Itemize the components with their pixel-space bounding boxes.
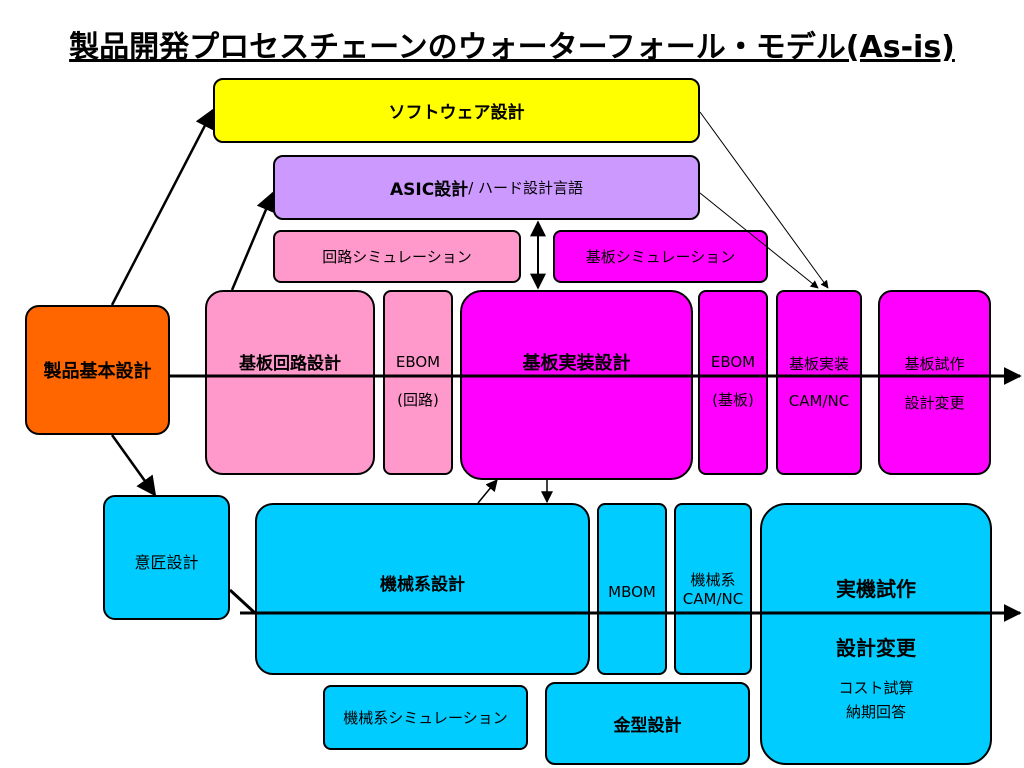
circuit-simulation-label: 回路シミュレーション	[322, 248, 472, 266]
board-simulation-box: 基板シミュレーション	[553, 230, 768, 283]
cost-estimate-label: コスト試算	[838, 679, 914, 697]
board-circuit-design-label: 基板回路設計	[239, 354, 341, 374]
asic-design-label: ASIC設計	[389, 180, 469, 200]
page-title: 製品開発プロセスチェーンのウォーターフォール・モデル(As-is)	[69, 30, 955, 65]
hardware-language-label: / ハード設計言語	[468, 179, 584, 197]
mechanical-cam-label2: CAM/NC	[682, 590, 744, 608]
board-circuit-design-box: 基板回路設計	[205, 290, 375, 475]
basic-to-software-arrow	[110, 108, 215, 306]
circuit-to-asic-arrow	[230, 191, 276, 291]
product-basic-design-box: 製品基本設計	[25, 305, 170, 435]
industrial-design-label: 意匠設計	[134, 553, 199, 572]
asic-design-box: ASIC設計 / ハード設計言語	[273, 155, 700, 220]
ebom-circuit-label1: EBOM	[395, 353, 441, 371]
board-simulation-label: 基板シミュレーション	[585, 248, 736, 266]
design-to-flow-arrow	[228, 588, 257, 615]
board-cam-label2: CAM/NC	[788, 392, 850, 410]
ebom-board-label2: (基板)	[712, 391, 754, 409]
industrial-design-box: 意匠設計	[103, 495, 230, 620]
product-basic-design-label: 製品基本設計	[43, 361, 152, 382]
circuit-simulation-box: 回路シミュレーション	[273, 230, 521, 283]
software-design-box: ソフトウェア設計	[213, 78, 700, 143]
ebom-circuit-box: EBOM (回路)	[383, 290, 453, 475]
mbom-box: MBOM	[597, 503, 667, 675]
prototype-box: 実機試作 設計変更 コスト試算 納期回答	[760, 503, 992, 765]
board-prototype-box: 基板試作 設計変更	[878, 290, 991, 475]
prototype-label1: 実機試作	[836, 577, 916, 601]
mbom-label: MBOM	[608, 583, 656, 601]
mechanical-cam-box: 機械系 CAM/NC	[674, 503, 752, 675]
mold-design-box: 金型設計	[545, 682, 750, 765]
mechanical-simulation-label: 機械系シミュレーション	[343, 709, 508, 727]
board-cam-label1: 基板実装	[788, 355, 849, 373]
board-mount-design-box: 基板実装設計	[460, 290, 693, 480]
basic-to-design-arrow	[110, 434, 157, 497]
board-cam-box: 基板実装 CAM/NC	[776, 290, 862, 475]
ebom-circuit-label2: (回路)	[397, 391, 439, 409]
board-mount-design-label: 基板実装設計	[522, 353, 631, 374]
board-prototype-label1: 基板試作	[904, 355, 965, 373]
ebom-board-label1: EBOM	[710, 353, 756, 371]
prototype-label2: 設計変更	[836, 636, 916, 660]
delivery-reply-label: 納期回答	[845, 703, 906, 721]
mechanical-simulation-box: 機械系シミュレーション	[323, 685, 528, 750]
asic-to-cam-arrow	[699, 192, 819, 289]
ebom-board-box: EBOM (基板)	[698, 290, 768, 475]
software-to-cam-arrow	[699, 111, 829, 289]
mech-to-board-arrow	[477, 479, 498, 504]
mechanical-design-label: 機械系設計	[380, 575, 465, 595]
mechanical-design-box: 機械系設計	[255, 503, 590, 675]
mechanical-cam-label1: 機械系	[690, 571, 736, 589]
software-design-label: ソフトウェア設計	[388, 103, 525, 123]
board-prototype-label2: 設計変更	[904, 394, 965, 412]
mold-design-label: 金型設計	[613, 716, 682, 736]
